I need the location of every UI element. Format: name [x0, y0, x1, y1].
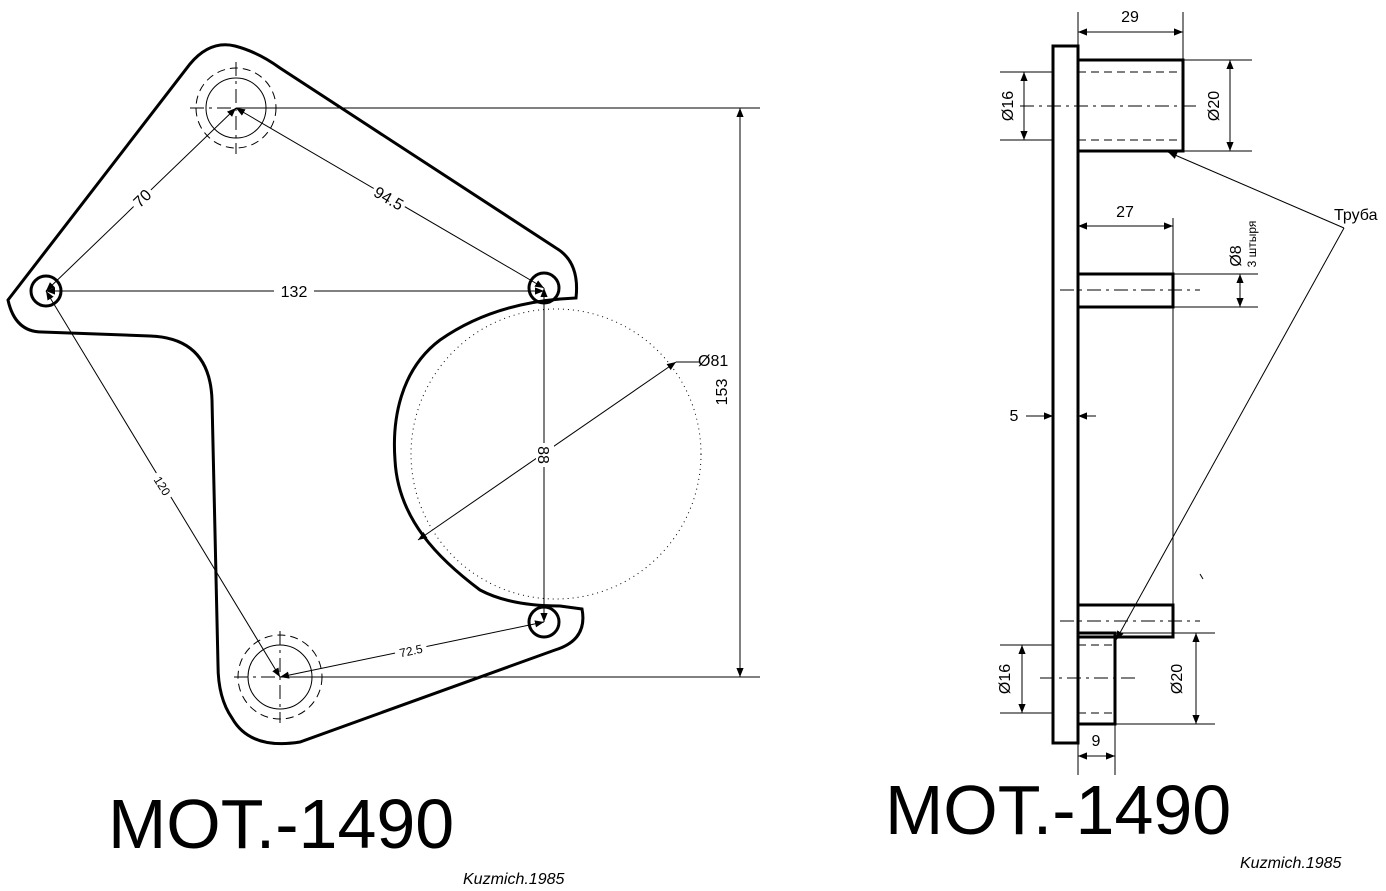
dim-27: 27 — [1116, 204, 1134, 221]
dim-70: 70 — [125, 181, 157, 213]
base-plate — [1051, 44, 1080, 745]
svg-text:72.5: 72.5 — [398, 642, 424, 661]
dim-dia16-top: Ø16 — [1000, 91, 1017, 121]
dim-153: 153 — [714, 379, 731, 406]
dim-29: 29 — [1121, 9, 1139, 26]
svg-text:88: 88 — [534, 446, 551, 464]
dim-dia8: Ø8 — [1228, 245, 1245, 266]
dim-94-5: 94.5 — [368, 179, 411, 215]
leader-tube-bottom — [1115, 227, 1345, 641]
front-view: 70 94.5 132 120 72.5 88 153 Ø81 MOT.-149… — [6, 43, 760, 888]
leader-tube-top — [1167, 151, 1345, 229]
dia81-dotted-circle — [410, 308, 702, 600]
bracket-outline — [6, 43, 585, 746]
svg-text:Ø20: Ø20 — [1169, 664, 1186, 694]
svg-text:132: 132 — [281, 284, 308, 301]
dim-88: 88 — [534, 443, 554, 467]
dim-72-5: 72.5 — [393, 638, 429, 662]
front-author: Kuzmich.1985 — [463, 871, 564, 888]
svg-text:153: 153 — [714, 379, 731, 406]
svg-text:Ø20: Ø20 — [1206, 91, 1223, 121]
svg-text:3 штыря: 3 штыря — [1245, 221, 1259, 268]
dim-132: 132 — [274, 280, 314, 301]
dim-120: 120 — [148, 469, 178, 502]
dim-5: 5 — [1010, 408, 1019, 425]
dim-9: 9 — [1092, 733, 1101, 750]
dim-dia16-bottom: Ø16 — [997, 664, 1014, 694]
svg-text:Ø16: Ø16 — [1000, 91, 1017, 121]
dim-dia20-bottom: Ø20 — [1169, 664, 1186, 694]
label-tube: Труба — [1334, 207, 1378, 224]
side-author: Kuzmich.1985 — [1240, 855, 1341, 872]
front-title: MOT.-1490 — [108, 785, 454, 863]
dim-dia20-top: Ø20 — [1206, 91, 1223, 121]
dim-dia8-note: 3 штыря — [1245, 221, 1259, 268]
side-title: MOT.-1490 — [885, 771, 1231, 849]
side-view: 29 Ø16 Ø20 27 Ø8 3 штыря 5 Ø16 Ø20 9 Тру… — [885, 9, 1378, 872]
svg-text:Ø8: Ø8 — [1228, 245, 1245, 266]
svg-text:Ø16: Ø16 — [997, 664, 1014, 694]
dim-dia81: Ø81 — [698, 353, 728, 370]
